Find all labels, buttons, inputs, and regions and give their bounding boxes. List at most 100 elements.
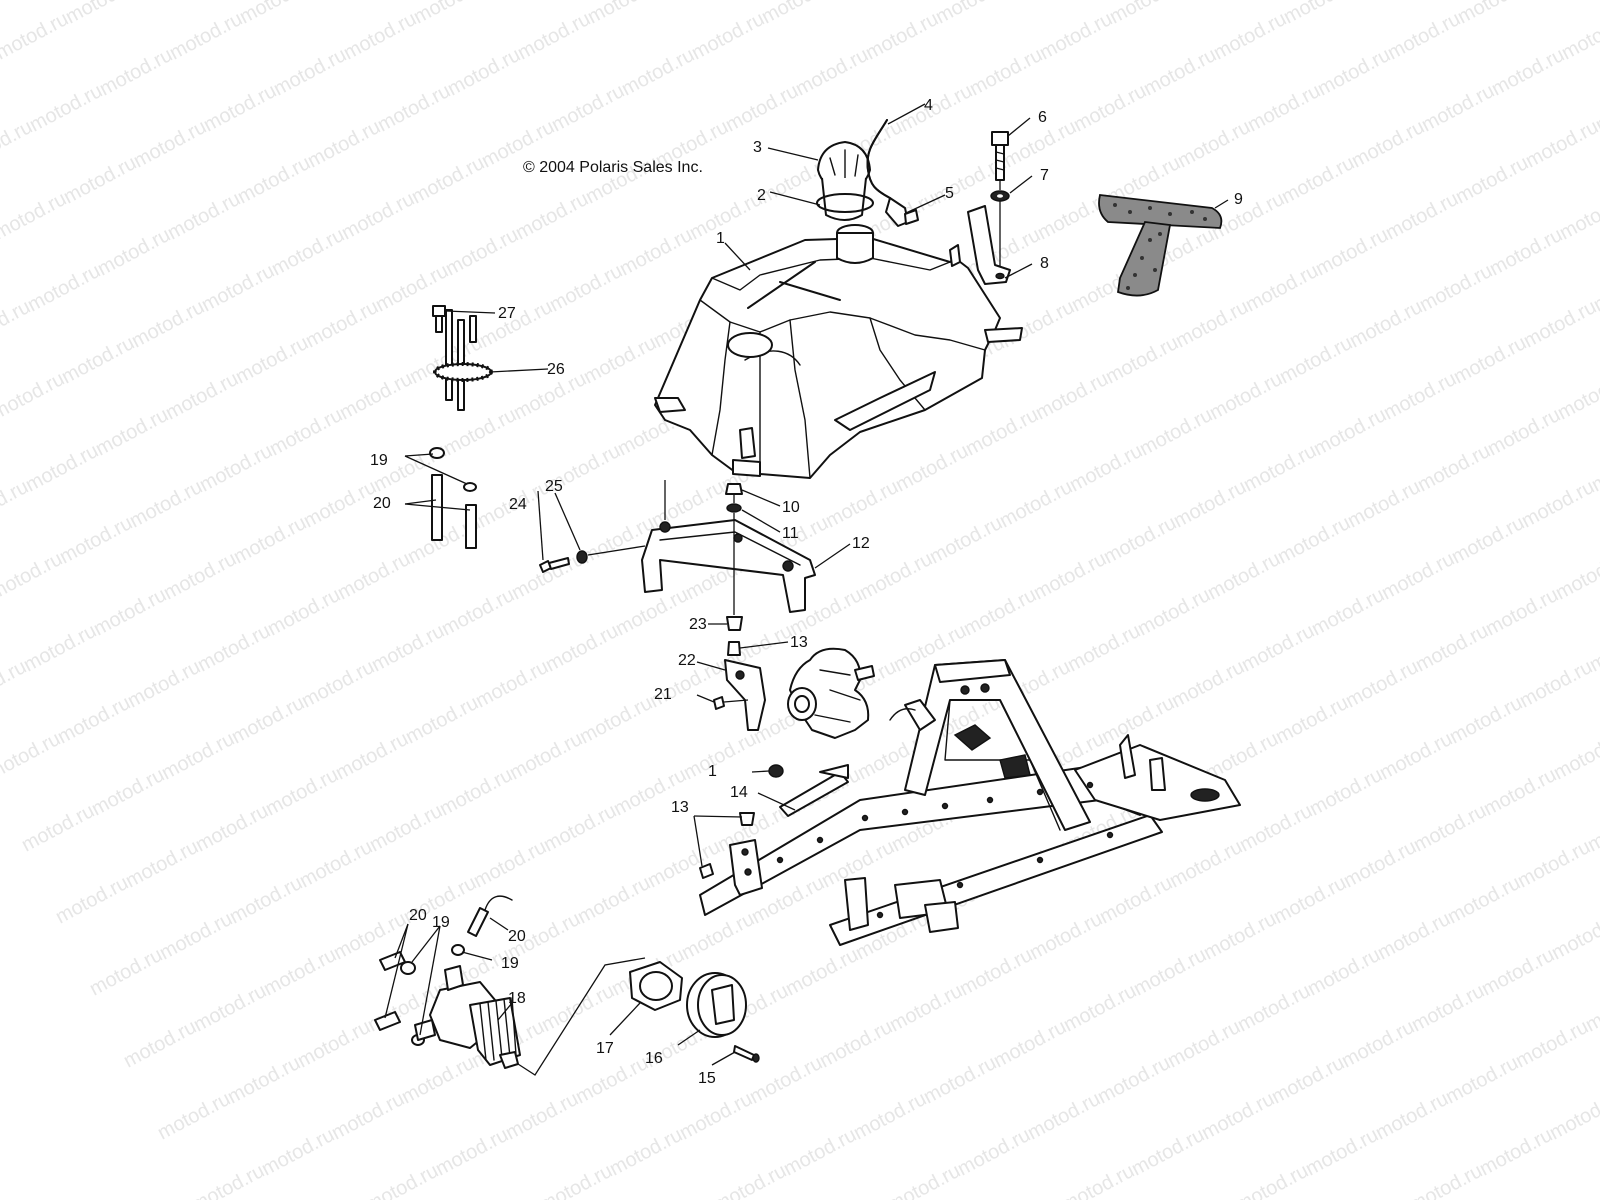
watermark-text: motod.ru [298, 656, 378, 712]
watermark-text: motod.ru [260, 944, 340, 1000]
watermark-text: motod.ru [572, 1052, 652, 1108]
watermark-text: motod.ru [1516, 656, 1596, 712]
callout-20-lower-left: 20 [409, 907, 427, 924]
watermark-text: motod.ru [1444, 872, 1524, 928]
watermark-text: motod.ru [1278, 152, 1358, 208]
watermark-text: motod.ru [1136, 404, 1216, 460]
watermark-text: motod.ru [1200, 908, 1280, 964]
watermark-text: motod.ru [1238, 620, 1318, 676]
watermark-text: motod.ru [1304, 944, 1384, 1000]
watermark-text: motod.ru [332, 728, 412, 784]
watermark-text: motod.ru [86, 944, 166, 1000]
watermark-text: motod.ru [296, 836, 376, 892]
watermark-text: motod.ru [120, 1016, 200, 1072]
callout-25: 25 [545, 478, 563, 495]
watermark-text: motod.ru [850, 1088, 930, 1144]
watermark-text: motod.ru [268, 224, 348, 280]
watermark-text: motod.ru [124, 656, 204, 712]
watermark-text: motod.ru [408, 152, 488, 208]
watermark-text: motod.ru [1548, 908, 1600, 964]
tank-washer [990, 190, 1010, 202]
watermark-text: motod.ru [0, 548, 66, 604]
watermark-text: motod.ru [540, 800, 620, 856]
tank-bolt [991, 131, 1009, 181]
watermark-text: motod.ru [472, 656, 552, 712]
callout-14: 14 [730, 784, 748, 801]
watermark-text: motod.ru [258, 1124, 338, 1180]
watermark-text: motod.ru [190, 980, 270, 1036]
watermark-text: motod.ru [686, 188, 766, 244]
watermark-text: motod.ru [192, 800, 272, 856]
valve-screw [432, 305, 446, 333]
watermark-text: motod.ru [780, 1124, 860, 1180]
callout-20-upper: 20 [373, 495, 391, 512]
watermark-text: motod.ru [1442, 1052, 1522, 1108]
watermark-text: motod.ru [574, 872, 654, 928]
watermark-text: motod.ru [1058, 1160, 1138, 1200]
watermark-text: motod.ru [1384, 8, 1464, 64]
watermark-text: motod.ru [1412, 620, 1492, 676]
bracket-screw [539, 557, 570, 573]
watermark-text: motod.ru [1272, 692, 1352, 748]
watermark-text: motod.ru [1128, 1124, 1208, 1180]
watermark-text: motod.ru [228, 692, 308, 748]
watermark-text: motod.ru [366, 800, 446, 856]
watermark-text: motod.ru [822, 476, 902, 532]
watermark-text: motod.ru [270, 44, 350, 100]
watermark-text: motod.ru [1520, 296, 1600, 352]
watermark-text: motod.ru [1274, 512, 1354, 568]
watermark-text: motod.ru [792, 44, 872, 100]
watermark-text: motod.ru [1378, 548, 1458, 604]
watermark-text: motod.ru [546, 260, 626, 316]
watermark-text: motod.ru [1140, 44, 1220, 100]
watermark-text: motod.ru [1066, 440, 1146, 496]
watermark-text: motod.ru [1166, 836, 1246, 892]
watermark-text: motod.ru [154, 1088, 234, 1144]
callout-15: 15 [698, 1070, 716, 1087]
watermark-text: motod.ru [96, 44, 176, 100]
watermark-text: motod.ru [758, 0, 838, 28]
watermark-text: motod.ru [1452, 152, 1532, 208]
bracket-washer [576, 550, 588, 564]
watermark-text: motod.ru [1552, 548, 1600, 604]
watermark-text: motod.ru [1036, 8, 1116, 64]
watermark-text: motod.ru [398, 1052, 478, 1108]
fuel-tank [654, 224, 1023, 479]
watermark-text: motod.ru [266, 404, 346, 460]
watermark-text: motod.ru [862, 8, 942, 64]
watermark-text: motod.ru [442, 224, 522, 280]
watermark-text: motod.ru [816, 1016, 896, 1072]
pump-guide-line [517, 957, 646, 1076]
watermark-text: motod.ru [954, 1124, 1034, 1180]
watermark-text: motod.ru [1454, 0, 1534, 28]
watermark-text: motod.ru [1408, 980, 1488, 1036]
watermark-text: motod.ru [584, 0, 664, 28]
callout-27: 27 [498, 305, 516, 322]
watermark-text: motod.ru [56, 512, 136, 568]
watermark-text: motod.ru [1268, 1052, 1348, 1108]
watermark-text: motod.ru [1514, 836, 1594, 892]
cover-screw [733, 1045, 760, 1063]
watermark-text: motod.ru [470, 836, 550, 892]
watermark-text: motod.ru [886, 980, 966, 1036]
watermark-text: motod.ru [1512, 1016, 1592, 1072]
watermark-text: motod.ru [0, 188, 70, 244]
watermark-text: motod.ru [1060, 980, 1140, 1036]
watermark-text: motod.ru [1486, 224, 1566, 280]
watermark-text: motod.ru [1312, 224, 1392, 280]
watermark-text: motod.ru [1382, 188, 1462, 244]
watermark-text: motod.ru [506, 728, 586, 784]
watermark-text: motod.ru [1418, 80, 1498, 136]
watermark-text: motod.ru [1488, 44, 1568, 100]
watermark-text: motod.ru [1554, 368, 1600, 424]
watermark-text: motod.ru [676, 1088, 756, 1144]
cap-gasket-ring [816, 193, 874, 213]
watermark-text: motod.ru [962, 404, 1042, 460]
watermark-text: motod.ru [334, 548, 414, 604]
rubber-grommet [726, 616, 743, 631]
watermark-text: motod.ru [1070, 80, 1150, 136]
hose-clamp-upper [429, 447, 477, 492]
copyright-text: © 2004 Polaris Sales Inc. [523, 159, 703, 176]
callout-19-lower-right: 19 [501, 955, 519, 972]
watermark-text: motod.ru [162, 368, 242, 424]
